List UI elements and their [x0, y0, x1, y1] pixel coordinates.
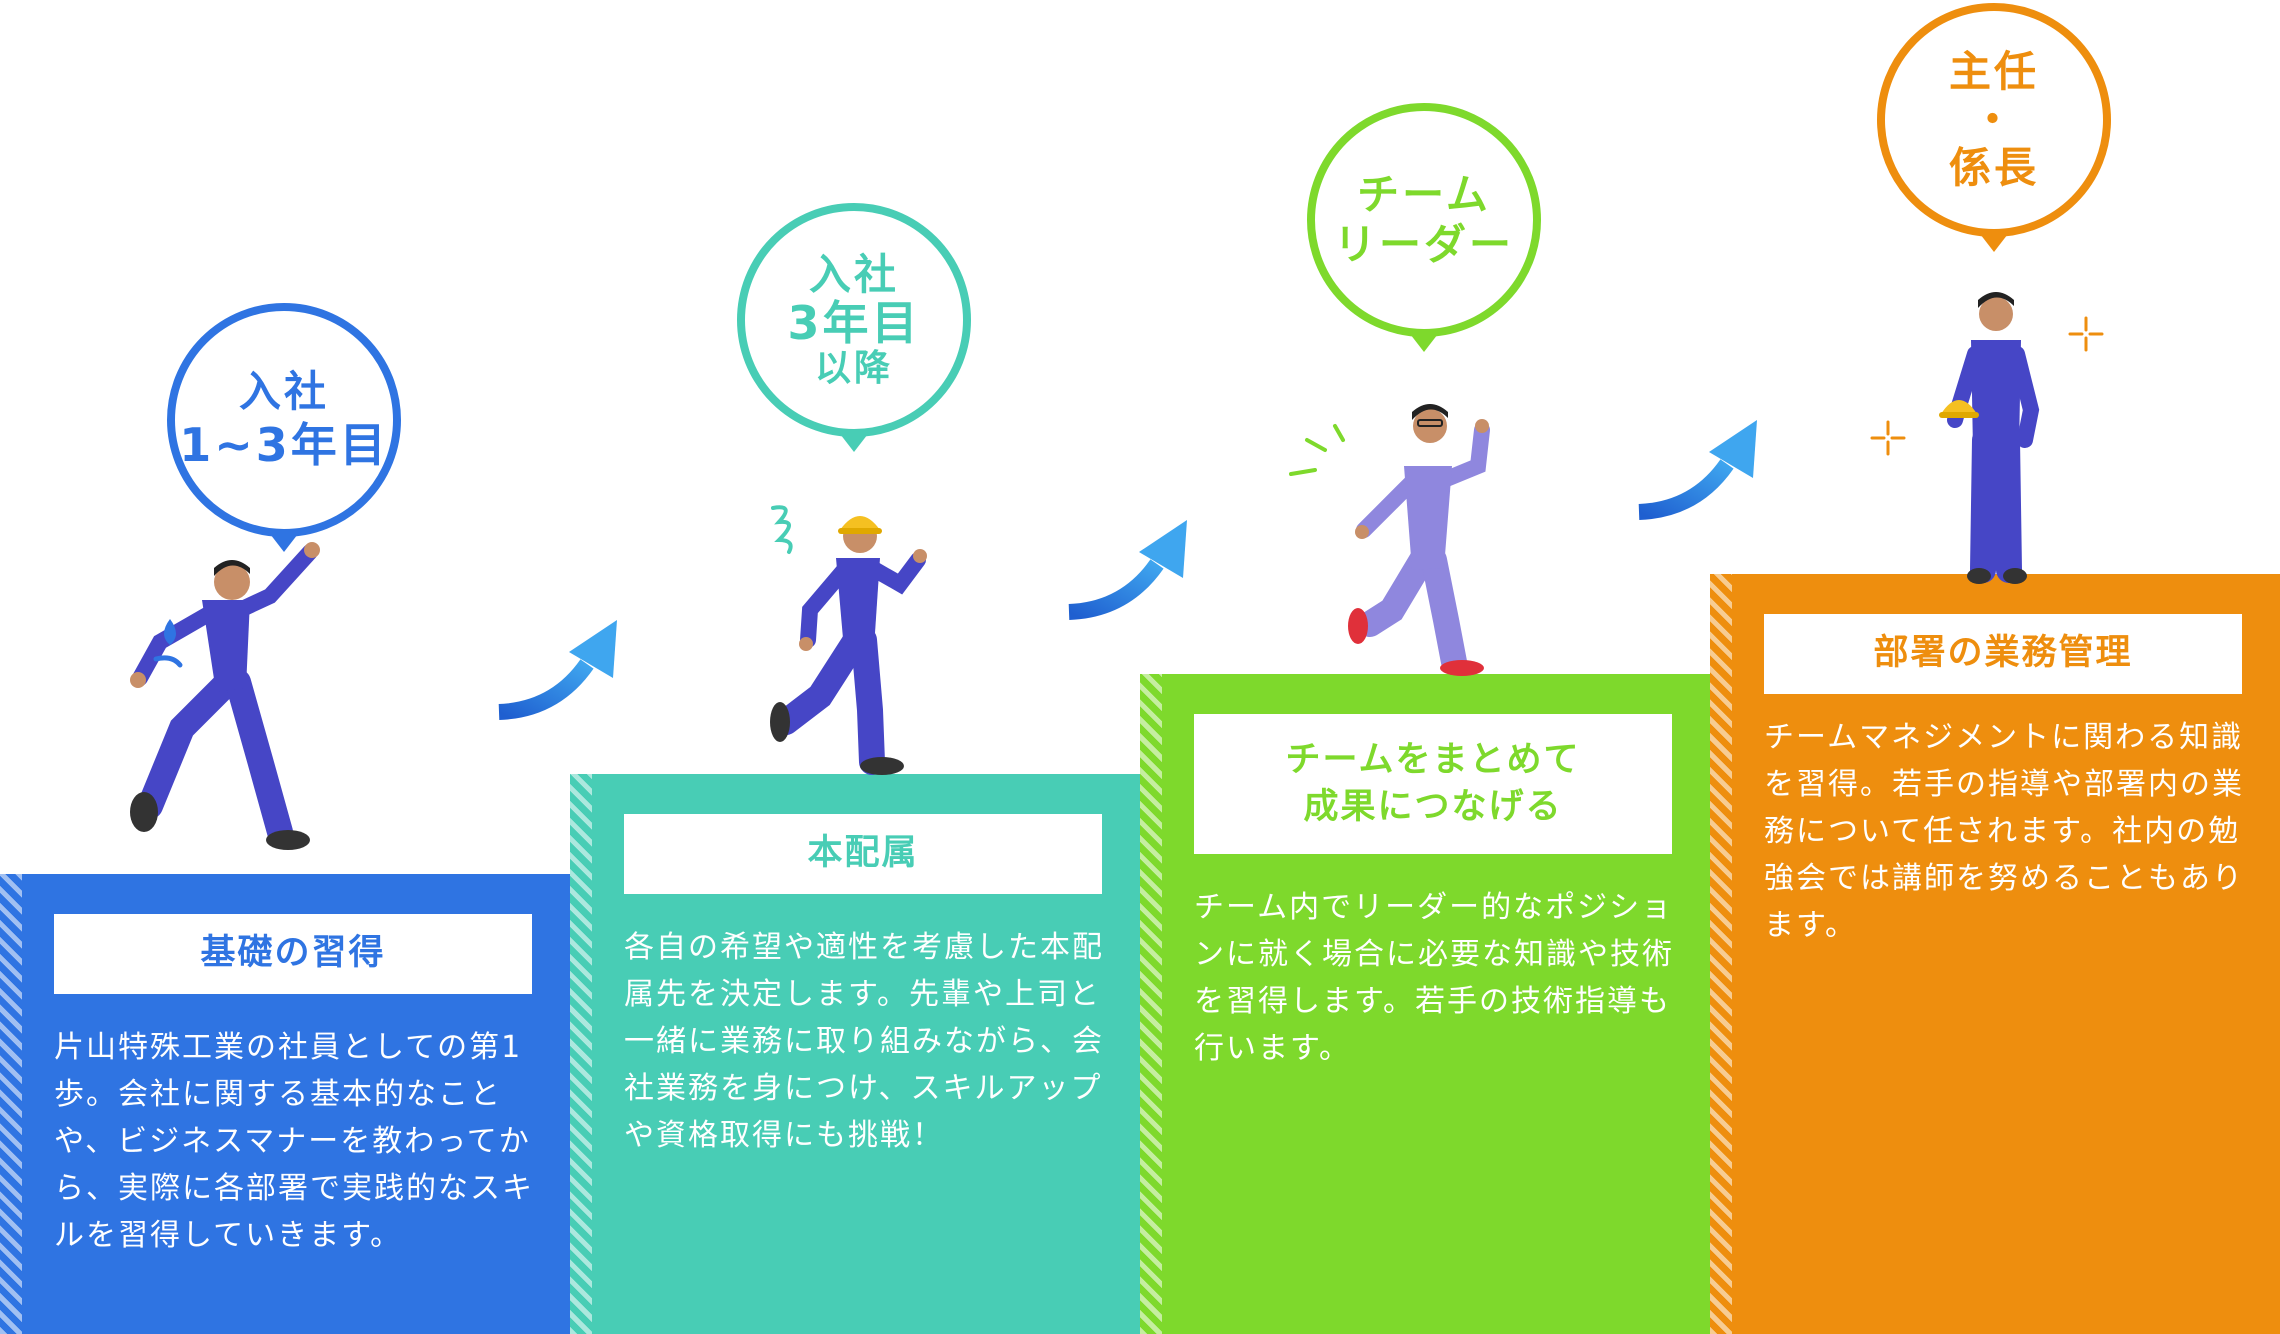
person-icon	[1939, 292, 2040, 584]
stripe-decoration	[0, 874, 22, 1334]
step-description: チーム内でリーダー的なポジションに就く場合に必要な知識や技術を習得します。若手の…	[1194, 890, 1674, 1066]
step-basic-training: 基礎の習得 片山特殊工業の社員としての第1歩。会社に関する基本的なことや、ビジネ…	[0, 874, 570, 1334]
step-chief-manager: 部署の業務管理 チームマネジメントに関わる知識を習得。若手の指導や部署内の業務に…	[1710, 574, 2280, 1334]
bubble-team-leader: チーム リーダー	[1304, 100, 1544, 352]
sparkle-icon	[1870, 420, 1906, 456]
bubble-shape	[737, 203, 971, 452]
bubble-line: 係長	[1948, 143, 2039, 193]
person-icon	[130, 542, 320, 850]
step-title: 部署の業務管理	[1764, 614, 2242, 694]
arrow-up-right-icon	[498, 620, 617, 720]
step-title-line: 本配属	[807, 833, 919, 874]
person-icon	[1348, 404, 1490, 676]
step-title-line: 部署の業務管理	[1873, 633, 2133, 674]
bubble-year-1-3: 入社 1~3年目	[164, 300, 404, 552]
motion-lines-icon	[1289, 424, 1345, 476]
step-description: 各自の希望や適性を考慮した本配属先を決定します。先輩や上司と一緒に業務に取り組み…	[624, 930, 1104, 1153]
bubble-year-3-plus: 入社 3年目 以降	[734, 200, 974, 452]
step-description: 片山特殊工業の社員としての第1歩。会社に関する基本的なことや、ビジネスマナーを教…	[54, 1030, 534, 1253]
helmet-icon	[840, 516, 880, 530]
bubble-shape	[167, 303, 401, 552]
motion-lines-icon	[771, 505, 793, 554]
step-title: 本配属	[624, 814, 1102, 894]
step-title: 基礎の習得	[54, 914, 532, 994]
bubble-line: 3年目	[787, 296, 921, 350]
person-icon	[770, 516, 927, 775]
stripe-decoration	[570, 774, 592, 1334]
step-team-leader: チームをまとめて 成果につなげる チーム内でリーダー的なポジションに就く場合に必…	[1140, 674, 1710, 1334]
bubble-line: 入社	[808, 249, 899, 299]
step-title-line: チームをまとめて	[1285, 739, 1581, 780]
bubble-line: 1~3年目	[179, 417, 389, 472]
sparkle-icon	[2068, 316, 2104, 352]
stripe-decoration	[1140, 674, 1162, 1334]
bubble-line: チーム	[1357, 169, 1491, 219]
helmet-icon	[1941, 400, 1977, 414]
bubble-line: ・	[1971, 94, 2017, 144]
step-description: チームマネジメントに関わる知識を習得。若手の指導や部署内の業務について任されます…	[1764, 720, 2244, 943]
stripe-decoration	[1710, 574, 1732, 1334]
bubble-line: 主任	[1948, 46, 2039, 96]
arrow-up-right-icon	[1638, 420, 1757, 520]
step-title-line: 成果につなげる	[1303, 787, 1563, 827]
step-title: チームをまとめて 成果につなげる	[1194, 714, 1672, 854]
step-title-line: 基礎の習得	[200, 933, 386, 974]
bubble-line: リーダー	[1333, 220, 1514, 269]
bubble-shape	[1877, 3, 2111, 252]
bubble-line: 以降	[814, 347, 893, 389]
bubble-line: 入社	[238, 367, 329, 417]
step-main-assignment: 本配属 各自の希望や適性を考慮した本配属先を決定します。先輩や上司と一緒に業務に…	[570, 774, 1140, 1334]
arrow-up-right-icon	[1068, 520, 1187, 620]
bubble-chief-manager: 主任 ・ 係長	[1874, 0, 2114, 252]
bubble-shape	[1307, 103, 1541, 352]
sweat-drop-icon	[153, 619, 183, 668]
